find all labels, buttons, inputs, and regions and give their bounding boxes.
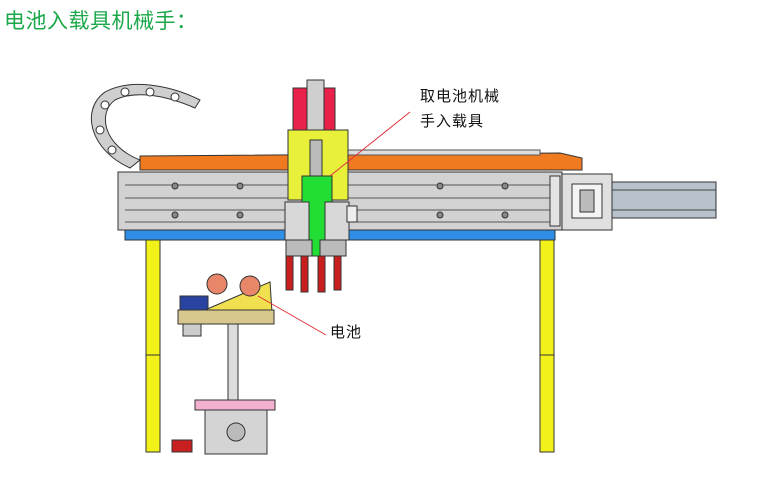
rail-cover bbox=[339, 149, 541, 156]
battery bbox=[206, 273, 228, 295]
gripper-callout-line1: 取电池机械 bbox=[420, 87, 501, 105]
right-leg bbox=[539, 239, 555, 453]
gripper-callout: 取电池机械 手入载具 bbox=[420, 84, 500, 134]
top-rail bbox=[139, 152, 583, 171]
gripper-callout-line2: 手入载具 bbox=[420, 112, 485, 130]
battery bbox=[239, 275, 261, 297]
linear-module bbox=[117, 171, 717, 231]
battery-leader-line bbox=[257, 295, 327, 336]
gripper-assembly bbox=[284, 79, 358, 293]
left-leg bbox=[145, 239, 161, 453]
cable-chain bbox=[90, 83, 201, 169]
battery-callout: 电池 bbox=[330, 323, 363, 341]
page-title: 电池入载具机械手： bbox=[4, 9, 198, 33]
battery-carrier bbox=[171, 273, 276, 455]
gripper-leader-line bbox=[329, 111, 411, 177]
